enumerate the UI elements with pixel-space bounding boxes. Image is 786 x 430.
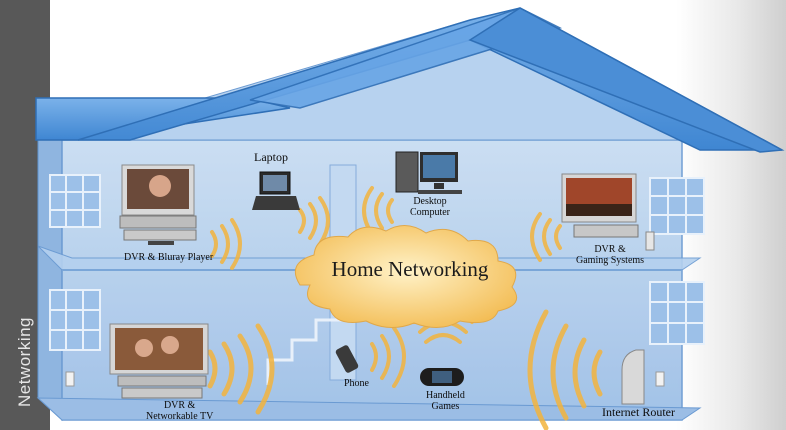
router-icon: [621, 349, 665, 405]
window-upper-left: [49, 174, 101, 228]
house-left-side: [37, 116, 63, 422]
ground-slab: [36, 397, 702, 421]
label-internet-router: Internet Router: [602, 405, 675, 419]
label-dvr-gaming-text: DVR & Gaming Systems: [576, 244, 645, 266]
tv-lower-left: [65, 323, 209, 399]
label-dvr-tv-text: DVR & Networkable TV: [146, 400, 214, 422]
laptop-icon: [252, 171, 300, 210]
label-dvr-bluray: DVR & Bluray Player: [124, 252, 214, 263]
tv-upper-left: [119, 164, 197, 245]
window-upper-right: [649, 177, 705, 235]
label-handheld-games: Handheld Games: [426, 390, 465, 412]
label-phone: Phone: [344, 378, 369, 389]
handheld-game-icon: [420, 368, 464, 386]
diagram-title: Home Networking: [331, 257, 489, 281]
desktop-computer-icon: [395, 151, 462, 194]
label-dvr-gaming: DVR & Gaming Systems: [576, 244, 644, 266]
signal-waves: [207, 186, 603, 430]
label-dvr-networkable-tv: DVR & Networkable TV: [146, 400, 213, 422]
label-desktop-computer: Desktop Computer: [410, 196, 450, 218]
phone-icon: [335, 345, 359, 373]
home-networking-cloud: [294, 225, 518, 328]
label-handheld-text: Handheld Games: [426, 390, 465, 412]
label-laptop: Laptop: [254, 150, 288, 164]
roof: [35, 7, 785, 153]
window-lower-left: [49, 289, 101, 351]
window-lower-right: [649, 281, 705, 345]
label-desktop-line: Desktop Computer: [410, 196, 450, 218]
roof-right-eave: [468, 7, 785, 153]
tv-upper-right: [561, 173, 655, 251]
